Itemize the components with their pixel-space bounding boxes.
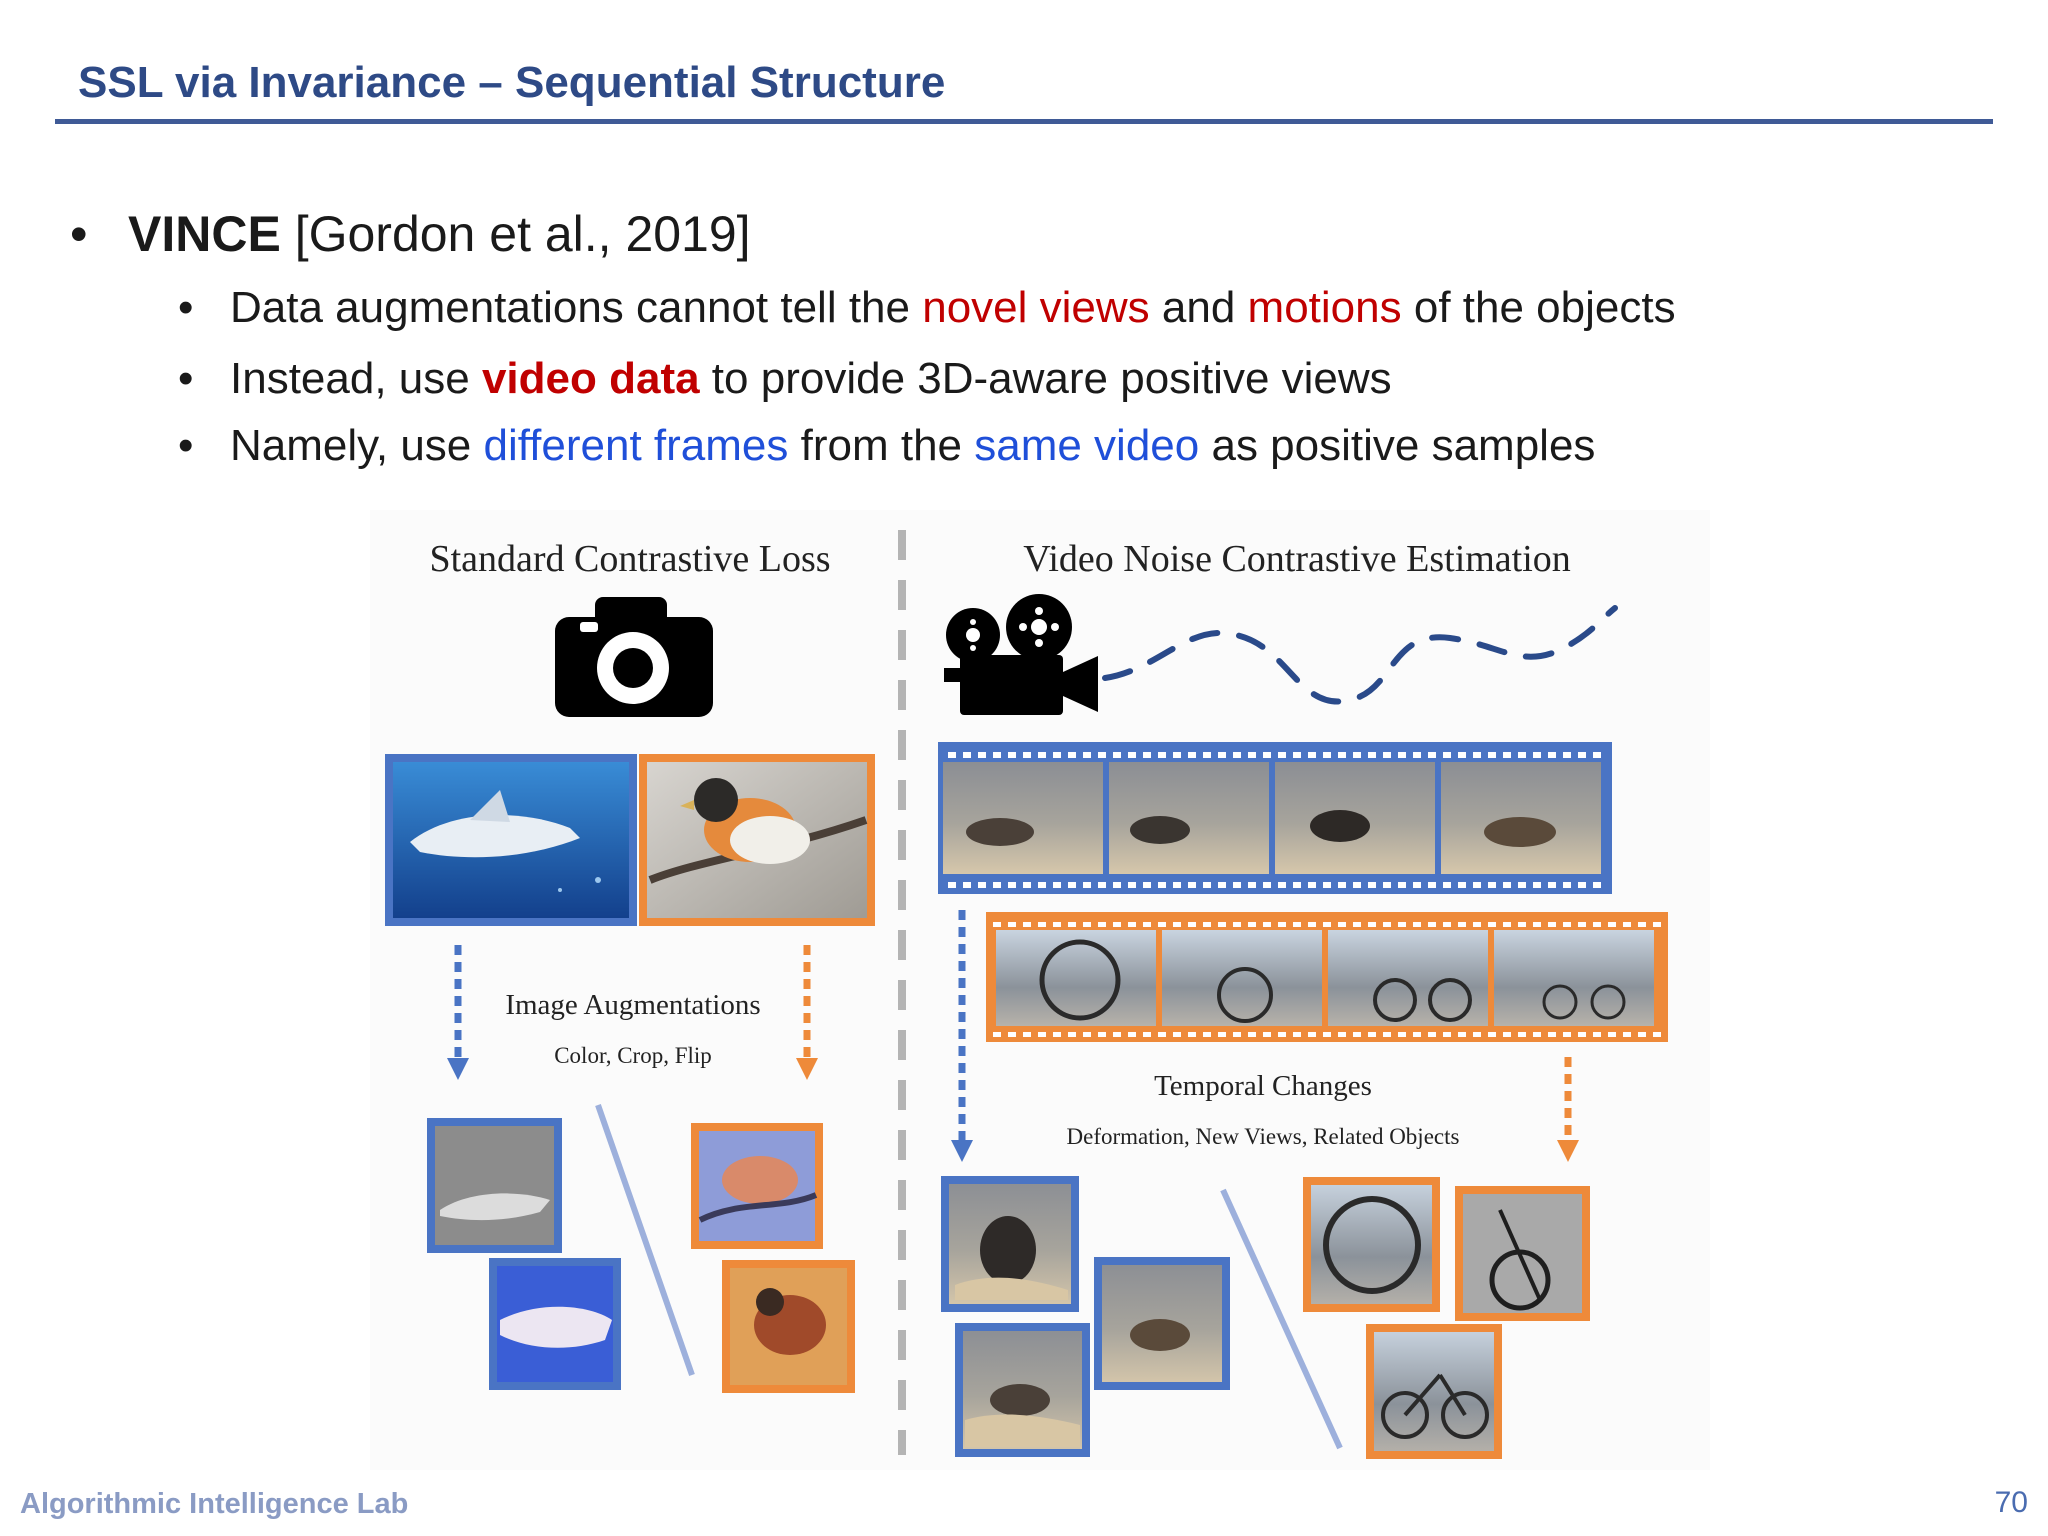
right-separator	[1220, 1188, 1343, 1450]
left-caption: Image Augmentations	[505, 989, 760, 1021]
bullet-sub-1-text: Data augmentations cannot tell the novel…	[230, 283, 1676, 332]
slide-title: SSL via Invariance – Sequential Structur…	[78, 58, 946, 107]
cat-film-strip	[938, 742, 1612, 894]
bike-frame-2	[1455, 1186, 1590, 1321]
motion-path	[1102, 605, 1618, 705]
bird-aug-1	[691, 1123, 823, 1249]
bullet-dot: •	[178, 354, 194, 403]
page-number: 70	[1994, 1486, 2028, 1519]
cat-frame-1	[941, 1176, 1079, 1312]
bullet-dot: •	[178, 421, 194, 470]
left-subcaption: Color, Crop, Flip	[554, 1043, 712, 1068]
cat-frame-2	[1094, 1257, 1230, 1390]
bullet-sub-2-text: Instead, use video data to provide 3D-aw…	[230, 354, 1392, 403]
left-title: Standard Contrastive Loss	[429, 538, 830, 580]
bird-image	[639, 754, 875, 926]
video-camera-icon	[944, 594, 1098, 715]
cat-frame-3	[955, 1323, 1090, 1457]
shark-image	[385, 754, 637, 926]
shark-aug-2	[489, 1258, 621, 1390]
bullet-main-text: VINCE [Gordon et al., 2019]	[128, 206, 751, 262]
bike-frame-3	[1366, 1324, 1502, 1459]
right-caption: Temporal Changes	[1154, 1070, 1372, 1102]
right-subcaption: Deformation, New Views, Related Objects	[1067, 1124, 1460, 1149]
bike-frame-1	[1303, 1177, 1440, 1312]
bike-film-strip	[986, 912, 1668, 1042]
bird-aug-2	[722, 1260, 855, 1393]
bullet-dot: •	[178, 283, 194, 332]
right-title: Video Noise Contrastive Estimation	[1023, 538, 1571, 580]
shark-aug-1	[427, 1118, 562, 1253]
footer-lab: Algorithmic Intelligence Lab	[20, 1488, 409, 1520]
title-rule	[55, 119, 1993, 124]
bullet-sub-3-text: Namely, use different frames from the sa…	[230, 421, 1596, 470]
bullet-dot: •	[70, 206, 88, 262]
camera-icon	[555, 597, 713, 717]
left-separator	[595, 1104, 695, 1376]
